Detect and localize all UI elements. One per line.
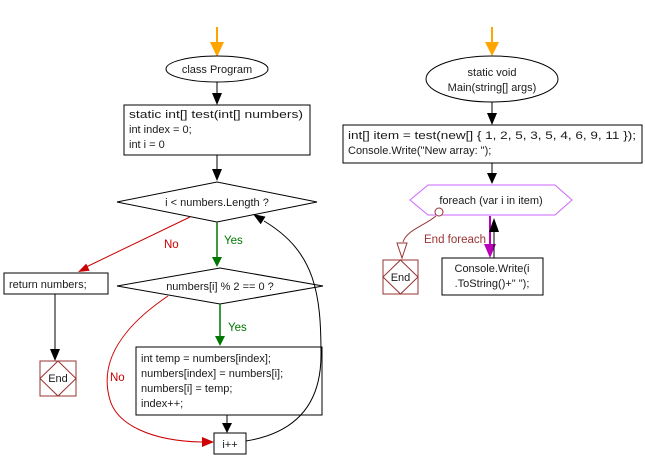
foreach-exit-port <box>434 207 444 217</box>
end-node-right-label: End <box>391 272 411 284</box>
left-flowchart: class Program static int[] test(int[] nu… <box>3 27 324 455</box>
edge-main-to-call-head <box>487 113 497 125</box>
loop-condition-label: i < numbers.Length ? <box>165 197 269 209</box>
end-node-left-diamond <box>39 360 77 397</box>
write-box-line2: .ToString()+" "); <box>455 278 530 290</box>
test-box-line3: int i = 0 <box>129 139 165 151</box>
test-function-box <box>123 104 311 156</box>
edge-call-to-foreach-head <box>487 173 497 184</box>
edge-no-to-increment-head <box>202 437 214 447</box>
edge-no-to-increment <box>106 295 203 443</box>
edge-start-to-test-head <box>212 93 222 105</box>
edge-increment-to-loop <box>245 220 322 442</box>
end-foreach-label: End foreach <box>424 234 486 246</box>
swap-box-line2: numbers[index] = numbers[i]; <box>141 368 283 380</box>
end-node-left-label: End <box>48 373 68 385</box>
test-box-line2: int index = 0; <box>129 124 192 136</box>
increment-box-label: i++ <box>222 439 237 451</box>
edge-write-to-foreach-head <box>489 218 499 232</box>
edge-endforeach-head <box>396 242 408 260</box>
edge-swap-to-increment-head <box>222 423 232 433</box>
yes-label-1: Yes <box>224 235 243 247</box>
start-node-label: class Program <box>182 64 252 76</box>
no-label-2: No <box>110 372 125 384</box>
edge-test-to-loop-head <box>212 169 222 181</box>
loop-condition-diamond <box>116 181 318 223</box>
call-box-line1: int[] item = test(new[] { 1, 2, 5, 3, 5,… <box>348 130 636 142</box>
edge-endforeach <box>402 215 437 243</box>
even-check-diamond <box>116 267 324 305</box>
swap-box-line4: index++; <box>141 398 183 410</box>
increment-box <box>213 432 247 455</box>
edge-increment-to-loop-head <box>253 214 266 225</box>
swap-box <box>135 346 323 416</box>
edge-foreach-to-write-head <box>484 244 496 258</box>
return-box <box>3 272 109 295</box>
test-box-line1: static int[] test(int[] numbers) <box>129 109 303 121</box>
call-box <box>342 124 643 164</box>
no-label-1: No <box>164 239 179 251</box>
edge-yes-to-evencheck-head <box>212 257 222 267</box>
main-node <box>425 55 559 103</box>
return-box-label: return numbers; <box>9 279 87 291</box>
swap-box-line3: numbers[i] = temp; <box>141 383 232 395</box>
foreach-hexagon <box>409 184 573 216</box>
edge-yes-to-swap-head <box>215 336 225 346</box>
main-node-line1: static void <box>468 67 517 79</box>
edge-no-to-return <box>81 216 191 270</box>
swap-box-line1: int temp = numbers[index]; <box>141 353 271 365</box>
end-node-right-diamond <box>382 259 419 295</box>
even-check-label: numbers[i] % 2 == 0 ? <box>166 281 274 293</box>
write-box <box>441 257 544 296</box>
entry-arrow-head-right <box>485 42 499 56</box>
yes-label-2: Yes <box>228 322 247 334</box>
edge-return-to-end-head <box>50 349 60 361</box>
right-flowchart: static void Main(string[] args) int[] it… <box>342 27 643 296</box>
foreach-label: foreach (var i in item) <box>439 195 542 207</box>
call-box-line2: Console.Write("New array: "); <box>348 145 491 157</box>
main-node-line2: Main(string[] args) <box>448 82 537 94</box>
edge-no-to-return-head <box>78 263 90 272</box>
entry-arrow-head <box>210 42 224 57</box>
write-box-line1: Console.Write(i <box>455 263 530 275</box>
